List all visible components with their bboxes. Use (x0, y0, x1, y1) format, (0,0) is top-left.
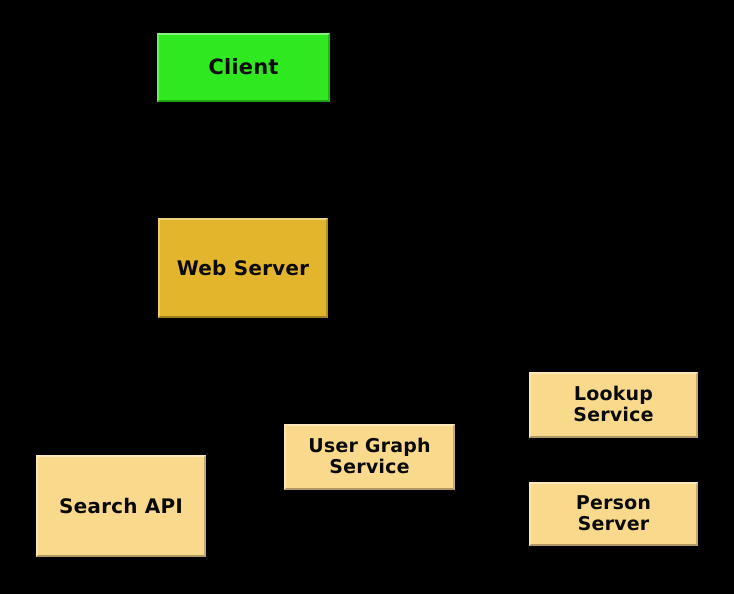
node-person-server[interactable]: Person Server (529, 482, 698, 546)
node-search-api-label: Search API (59, 493, 183, 518)
node-search-api[interactable]: Search API (36, 455, 206, 557)
node-lookup-service[interactable]: Lookup Service (529, 372, 698, 438)
node-user-graph-service[interactable]: User Graph Service (284, 424, 455, 490)
node-person-server-label: Person Server (575, 491, 652, 535)
node-web-server[interactable]: Web Server (158, 218, 328, 318)
node-client[interactable]: Client (157, 33, 330, 102)
node-web-server-label: Web Server (176, 255, 310, 280)
node-client-label: Client (208, 54, 279, 79)
node-user-graph-service-label: User Graph Service (308, 434, 431, 478)
node-lookup-service-label: Lookup Service (573, 382, 654, 426)
